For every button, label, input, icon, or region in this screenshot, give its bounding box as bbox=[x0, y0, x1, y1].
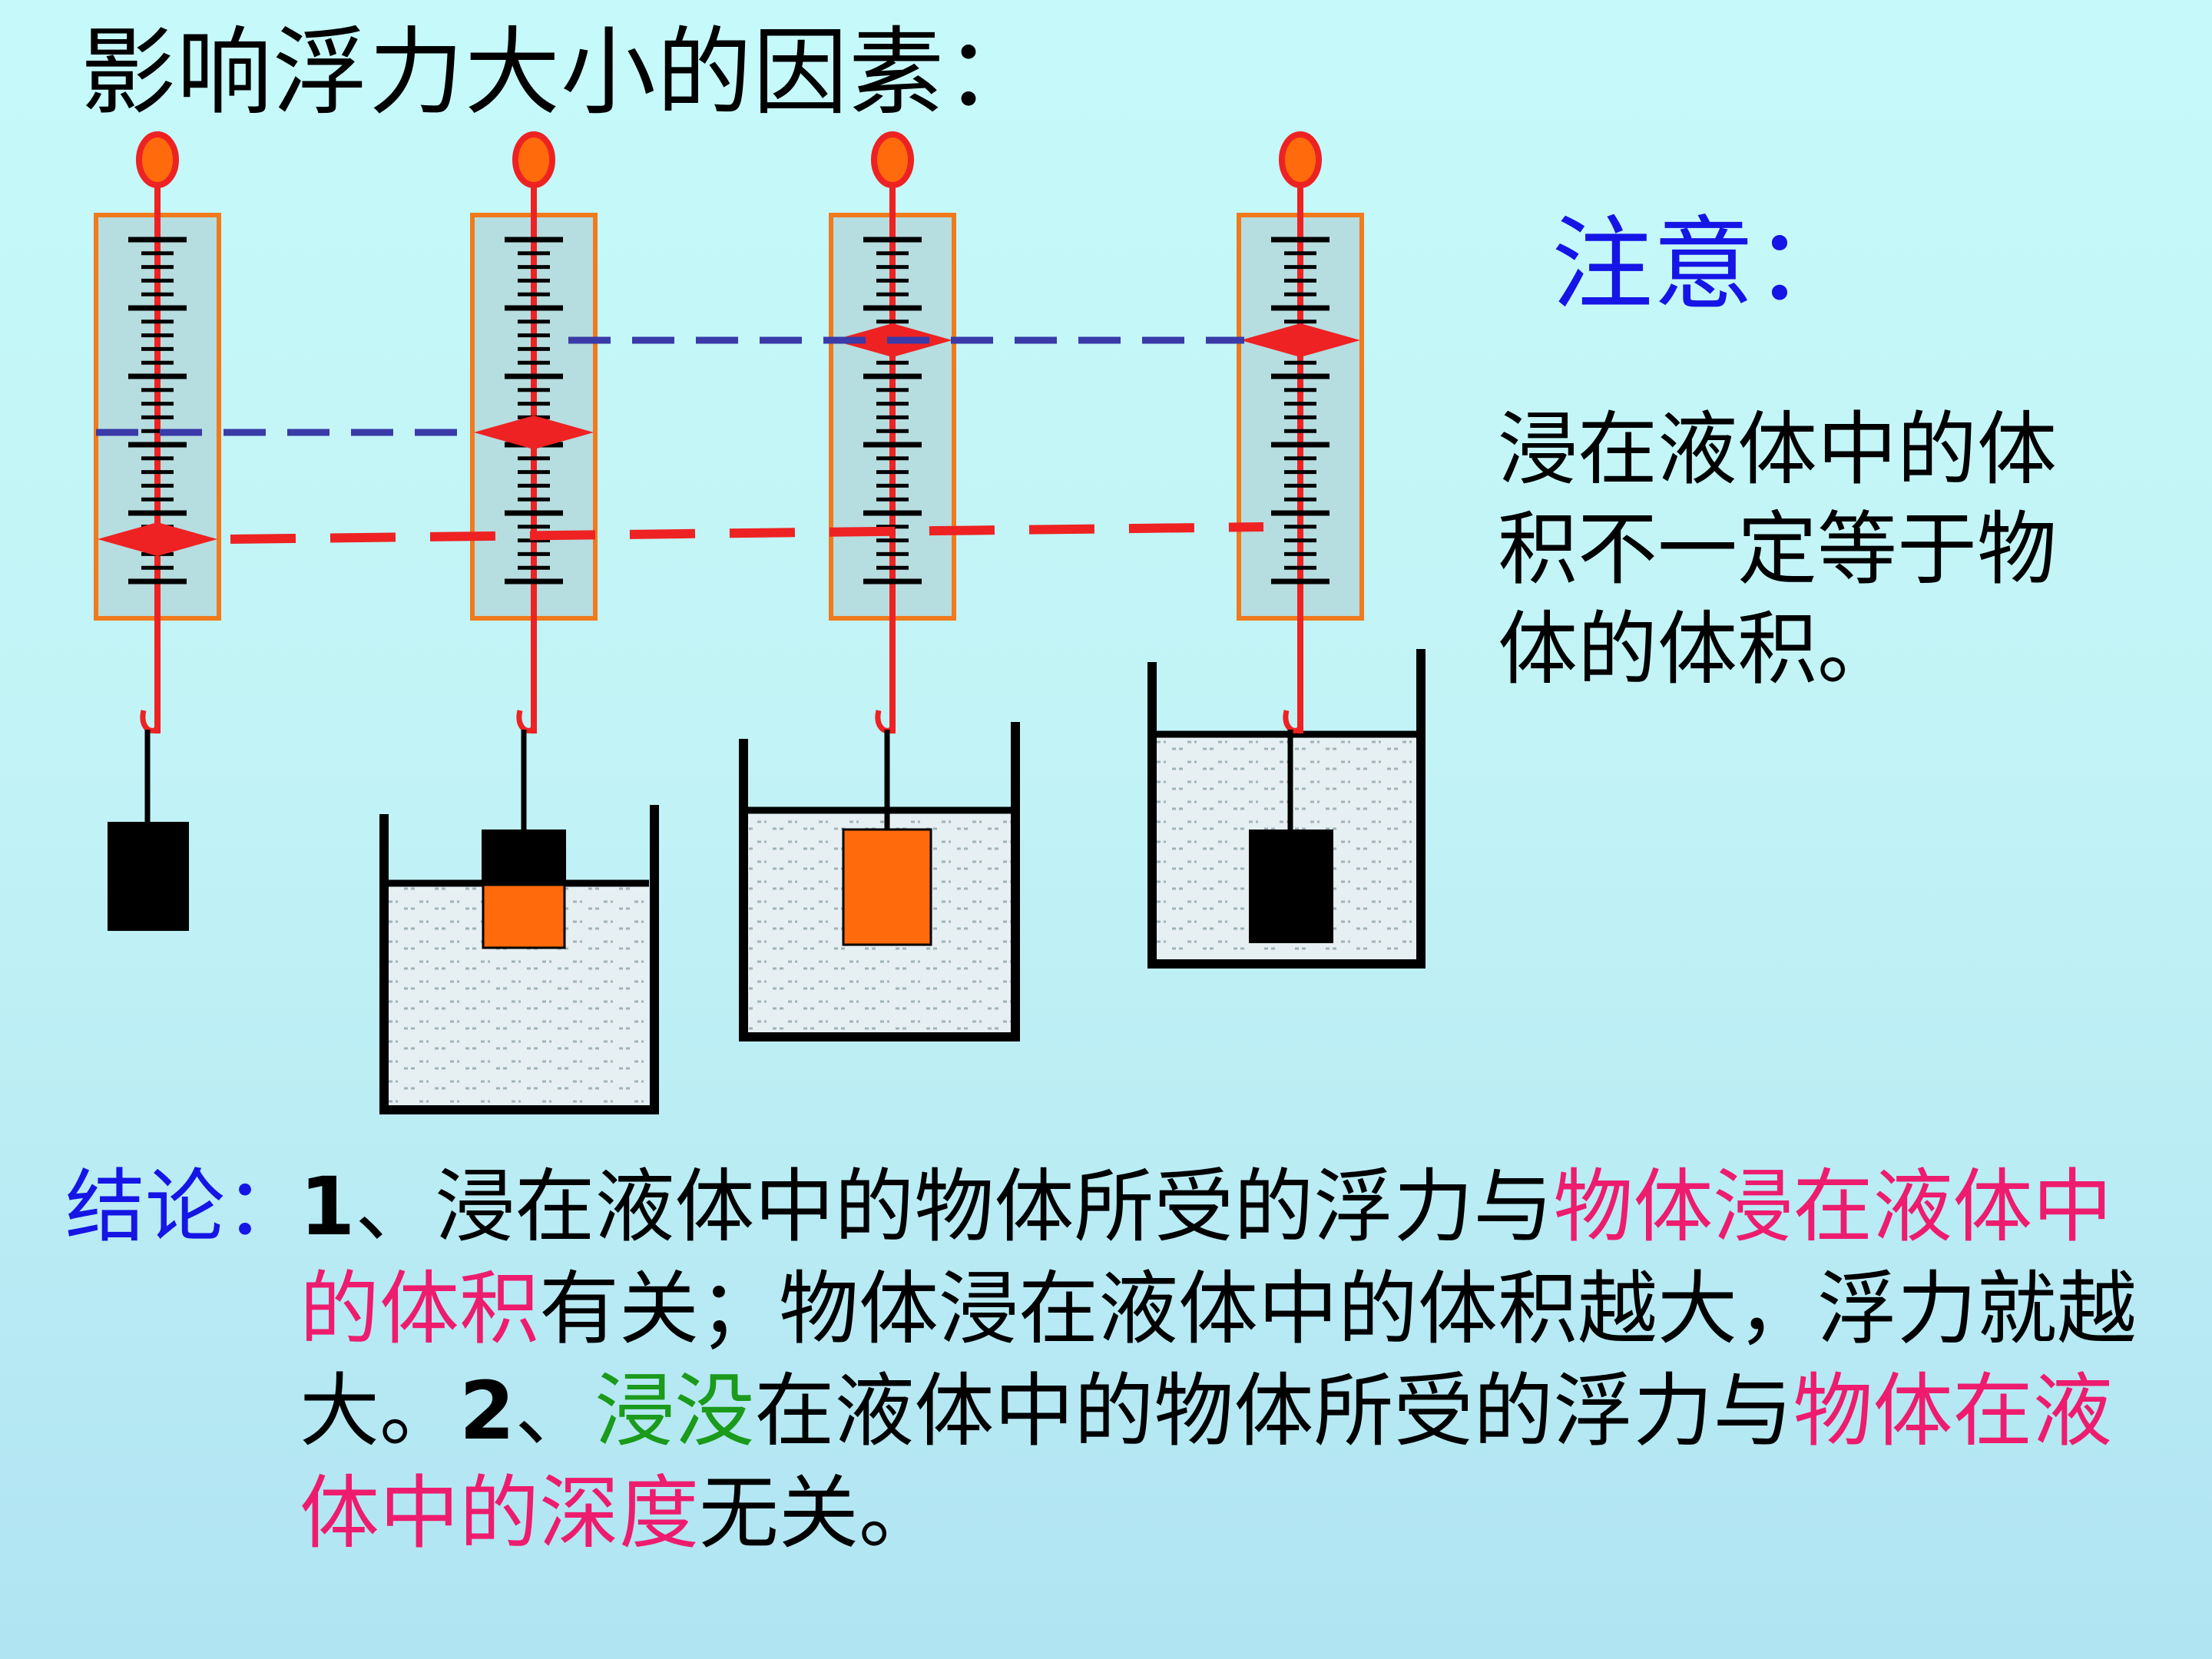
red-dash-line bbox=[230, 522, 1264, 544]
pointer-icon bbox=[98, 522, 217, 556]
conclusion-number-2: 2 bbox=[459, 1364, 515, 1458]
conclusion-number-1: 1 bbox=[300, 1160, 356, 1253]
slide-title: 影响浮力大小的因素： bbox=[81, 18, 1041, 128]
note-heading: 注意： bbox=[1551, 206, 1856, 324]
conclusion-text: 1、浸在液体中的物体所受的浮力与物体浸在液体中的体积有关；物体浸在液体中的体积越… bbox=[300, 1156, 2158, 1565]
spring-scale-icon bbox=[470, 131, 598, 733]
conclusion-text-segment: 无关。 bbox=[699, 1466, 939, 1560]
highlight-immersed-volume: 物体浸在液体中的体积 bbox=[300, 1160, 2113, 1356]
weight-block-icon bbox=[108, 730, 189, 931]
pointer-icon bbox=[474, 416, 594, 449]
spring-scale-icon bbox=[94, 131, 221, 733]
weight-block-icon bbox=[1249, 730, 1333, 943]
weight-block-icon bbox=[482, 730, 566, 949]
spring-scale-icon bbox=[1237, 131, 1364, 733]
note-body: 浸在液体中的体积不一定等于物体的体积。 bbox=[1498, 402, 2058, 696]
highlight-fully-immersed: 浸没 bbox=[594, 1364, 755, 1458]
spring-scale-icon bbox=[829, 131, 956, 733]
highlight-depth: 物体在液体中的深度 bbox=[300, 1364, 2113, 1560]
conclusion-text-segment: 有关；物体浸在液体中的体积越大，浮力就越大。 bbox=[300, 1262, 2137, 1458]
conclusion-text-segment: 、浸在液体中的物体所受的浮力与 bbox=[355, 1160, 1554, 1253]
conclusion-label: 结论： bbox=[65, 1160, 306, 1253]
conclusion-text-segment: 在液体中的物体所受的浮力与 bbox=[754, 1364, 1793, 1458]
weight-block-icon bbox=[842, 730, 932, 946]
pointer-icon bbox=[1240, 323, 1360, 357]
conclusion-text-segment: 、 bbox=[515, 1364, 595, 1458]
